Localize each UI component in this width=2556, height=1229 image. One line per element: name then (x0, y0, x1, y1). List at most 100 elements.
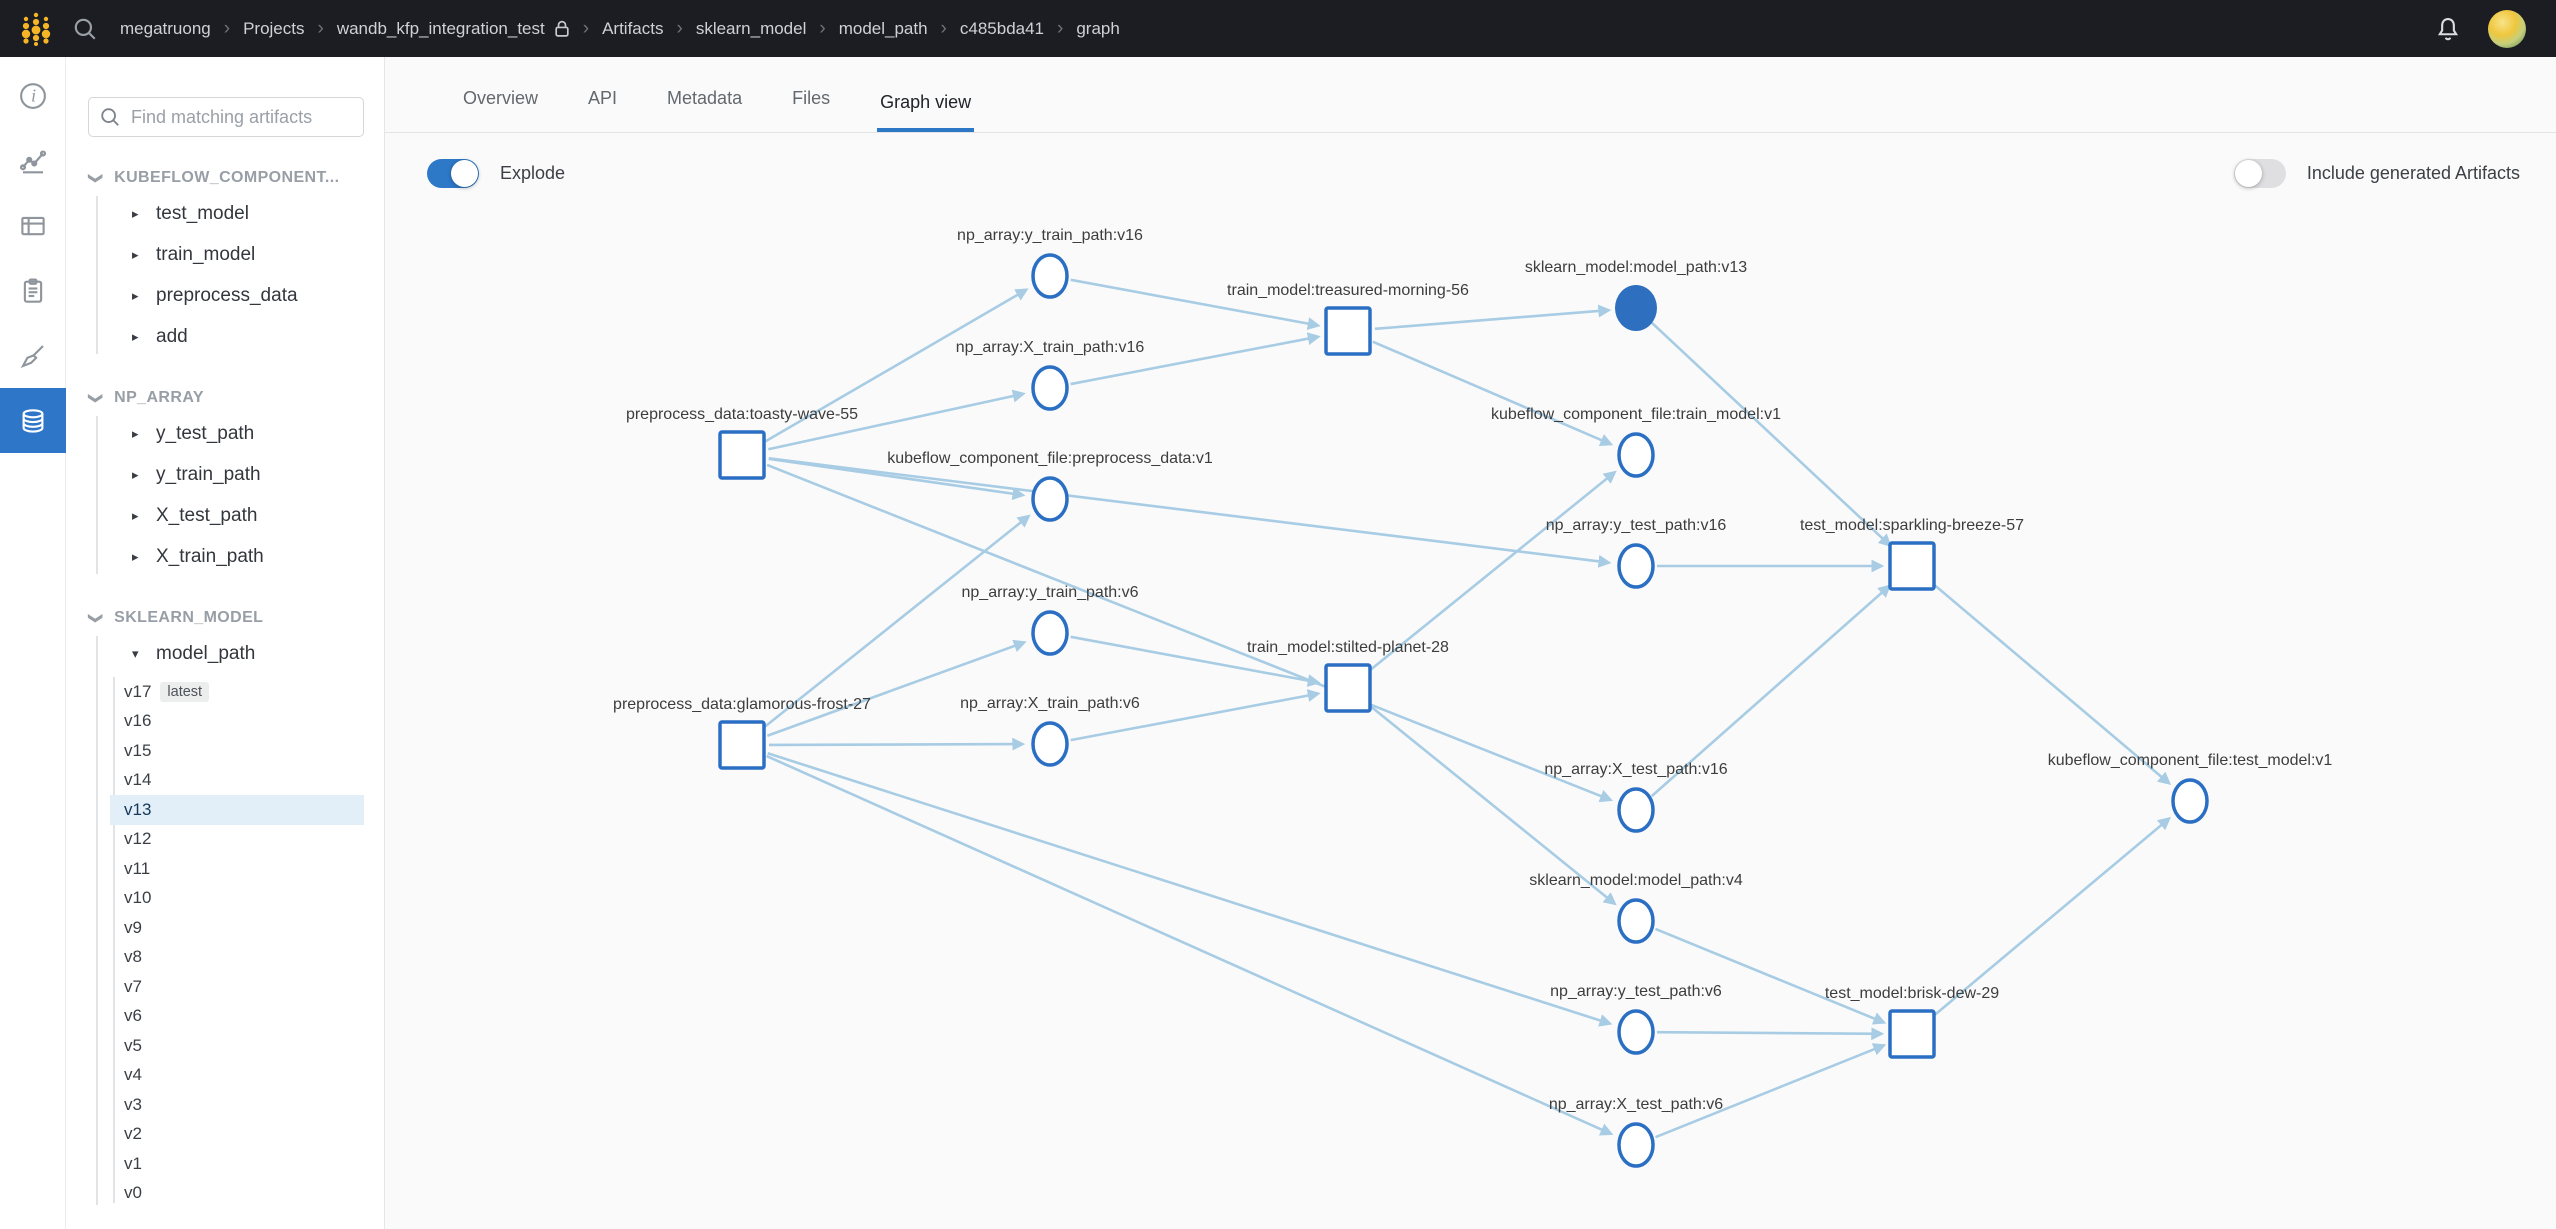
edge-y_test6-to-brisk (1656, 1027, 1885, 1041)
graph-node-np-array-y-train-path-v6[interactable] (1031, 610, 1069, 656)
version-item-v3[interactable]: v3 (110, 1090, 364, 1120)
graph-node-np-array-x-test-path-v16[interactable] (1617, 787, 1655, 833)
graph-node-kubeflow-component-file-train-model-v1[interactable] (1617, 432, 1655, 478)
tab-overview[interactable]: Overview (463, 88, 539, 108)
version-item-v11[interactable]: v11 (110, 854, 364, 884)
breadcrumb-wandb-kfp-integration-test[interactable]: wandb_kfp_integration_test (336, 18, 545, 38)
graph-node-np-array-y-train-path-v16[interactable] (1031, 253, 1069, 299)
tab-metadata[interactable]: Metadata (667, 88, 743, 108)
breadcrumb-sklearn-model[interactable]: sklearn_model (695, 18, 807, 38)
graph-node-np-array-x-train-path-v6[interactable] (1031, 721, 1069, 767)
section-header-np-array[interactable]: ❯NP_ARRAY (66, 383, 384, 413)
edge-treasured-to-train_file (1372, 340, 1614, 447)
wandb-logo-icon[interactable] (16, 9, 56, 49)
tree-item-y-test-path[interactable]: ▸y_test_path (66, 413, 384, 454)
notifications-bell-icon[interactable] (2434, 15, 2462, 43)
edge-X_train6-to-stilted (1070, 689, 1321, 742)
version-item-v1[interactable]: v1 (110, 1149, 364, 1179)
tree-item-train-model[interactable]: ▸train_model (66, 234, 384, 275)
version-item-v6[interactable]: v6 (110, 1002, 364, 1032)
graph-node-np-array-y-test-path-v6[interactable] (1617, 1009, 1655, 1055)
tree-item-label: y_train_path (156, 463, 261, 485)
artifact-search-input[interactable] (131, 106, 353, 128)
tree-item-label: preprocess_data (156, 284, 298, 306)
tree-item-label: model_path (156, 642, 256, 664)
latest-badge: latest (160, 681, 210, 702)
rail-chart-icon[interactable] (0, 128, 66, 193)
section-items: ▸y_test_path▸y_train_path▸X_test_path▸X_… (66, 413, 384, 577)
tab-graph-view[interactable]: Graph view (877, 92, 975, 132)
graph-node-kubeflow-component-file-preprocess-data-v1[interactable] (1031, 476, 1069, 522)
graph-node-np-array-y-test-path-v16[interactable] (1617, 543, 1655, 589)
section-header-kubeflow-component[interactable]: ❯KUBEFLOW_COMPONENT... (66, 163, 384, 193)
version-item-v5[interactable]: v5 (110, 1031, 364, 1061)
breadcrumb-separator: › (940, 17, 947, 39)
section-label: KUBEFLOW_COMPONENT... (114, 169, 340, 186)
breadcrumb-model-path[interactable]: model_path (838, 18, 928, 38)
breadcrumb-separator: › (582, 17, 590, 39)
graph-node-np-array-x-train-path-v16[interactable] (1031, 365, 1069, 411)
tab-files[interactable]: Files (792, 88, 831, 108)
include-generated-artifacts-toggle[interactable] (2233, 158, 2286, 188)
version-item-v10[interactable]: v10 (110, 884, 364, 914)
explode-toggle[interactable] (427, 158, 479, 188)
rail-database-icon[interactable] (0, 388, 66, 453)
search-icon[interactable] (72, 16, 98, 42)
graph-node-np-array-x-test-path-v6[interactable] (1617, 1122, 1655, 1168)
graph-node-train-model-stilted-planet-28[interactable] (1324, 663, 1372, 713)
version-item-v0[interactable]: v0 (110, 1179, 364, 1209)
tab-api[interactable]: API (588, 88, 618, 108)
graph-node-label: sklearn_model:model_path:v13 (1525, 259, 1747, 276)
tree-item-y-train-path[interactable]: ▸y_train_path (66, 454, 384, 495)
tree-item-add[interactable]: ▸ add (66, 316, 384, 357)
version-item-v2[interactable]: v2 (110, 1120, 364, 1150)
graph-node-preprocess-data-glamorous-frost-27[interactable] (718, 720, 766, 770)
breadcrumb-graph[interactable]: graph (1076, 18, 1120, 38)
version-item-v13[interactable]: v13 (110, 795, 364, 825)
graph-node-label: train_model:stilted-planet-28 (1247, 639, 1449, 656)
triangle-down-icon: ▾ (132, 645, 139, 661)
rail-table-icon[interactable] (0, 193, 66, 258)
artifact-search-box[interactable] (88, 97, 364, 137)
edge-X_test6-to-brisk (1654, 1043, 1887, 1139)
tree-item-test-model[interactable]: ▸test_model (66, 193, 384, 234)
tree-item-label: add (156, 325, 188, 347)
version-item-v4[interactable]: v4 (110, 1061, 364, 1091)
section-label: SKLEARN_MODEL (114, 609, 264, 626)
version-item-v12[interactable]: v12 (110, 825, 364, 855)
rail-info-icon[interactable]: i (0, 63, 66, 128)
graph-node-preprocess-data-toasty-wave-55[interactable] (718, 430, 766, 480)
tree-item-x-train-path[interactable]: ▸X_train_path (66, 536, 384, 577)
rail-broom-icon[interactable] (0, 323, 66, 388)
triangle-right-icon: ▸ (132, 205, 139, 221)
breadcrumb-artifacts[interactable]: Artifacts (602, 18, 664, 38)
graph-node-kubeflow-component-file-test-model-v1[interactable] (2171, 778, 2209, 824)
graph-node-sklearn-model-model-path-v4[interactable] (1617, 898, 1655, 944)
version-label: v2 (124, 1124, 142, 1144)
version-label: v9 (124, 917, 142, 937)
user-avatar[interactable] (2488, 9, 2526, 48)
tree-item-model-path[interactable]: ▾ model_path (66, 633, 384, 674)
graph-node-test-model-sparkling-breeze-57[interactable] (1888, 541, 1936, 591)
rail-clipboard-icon[interactable] (0, 258, 66, 323)
breadcrumb-c485bda41[interactable]: c485bda41 (959, 18, 1045, 38)
version-item-v14[interactable]: v14 (110, 766, 364, 796)
breadcrumb-megatruong[interactable]: megatruong (120, 18, 211, 38)
breadcrumb: megatruong › Projects › wandb_kfp_integratio… (120, 18, 2434, 40)
section-header-sklearn-model[interactable]: ❯SKLEARN_MODEL (66, 603, 384, 633)
breadcrumb-separator: › (819, 17, 826, 39)
triangle-right-icon: ▸ (132, 328, 139, 344)
graph-node-train-model-treasured-morning-56[interactable] (1324, 306, 1372, 356)
version-item-v16[interactable]: v16 (110, 707, 364, 737)
tree-item-preprocess-data[interactable]: ▸preprocess_data (66, 275, 384, 316)
graph-node-test-model-brisk-dew-29[interactable] (1888, 1009, 1936, 1059)
version-item-v8[interactable]: v8 (110, 943, 364, 973)
tree-item-x-test-path[interactable]: ▸X_test_path (66, 495, 384, 536)
graph-node-label: sklearn_model:model_path:v4 (1529, 872, 1743, 889)
breadcrumb-projects[interactable]: Projects (243, 18, 305, 38)
graph-node-sklearn-model-model-path-v13[interactable] (1615, 285, 1657, 331)
version-item-v9[interactable]: v9 (110, 913, 364, 943)
version-item-v7[interactable]: v7 (110, 972, 364, 1002)
version-item-v15[interactable]: v15 (110, 736, 364, 766)
